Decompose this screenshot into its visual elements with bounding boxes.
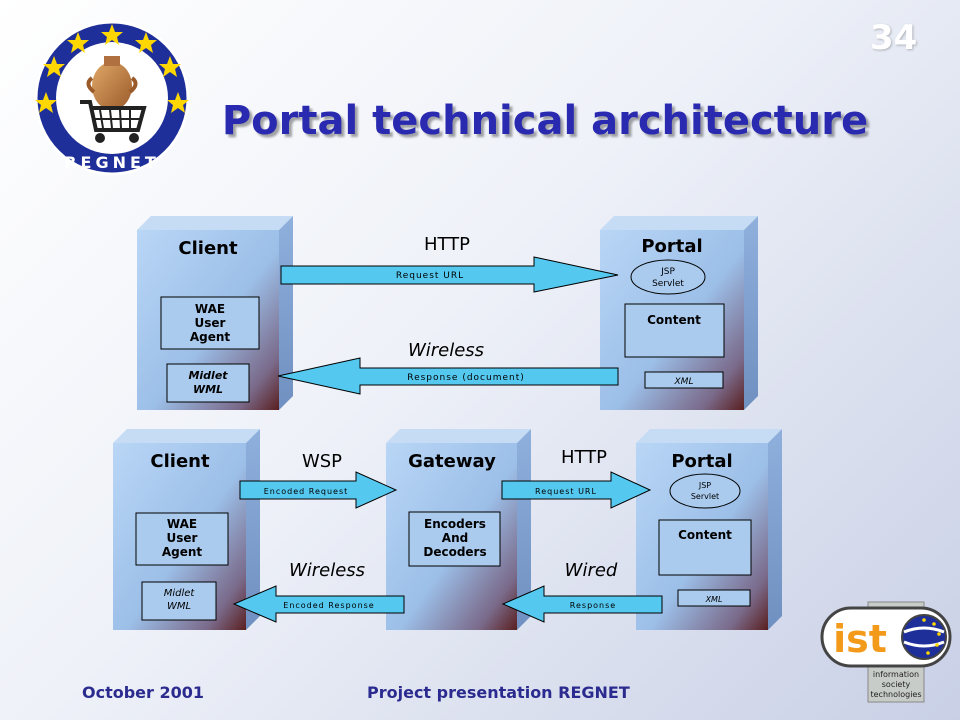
encoded-response-label: Encoded Response (283, 601, 374, 610)
gateway-box-line1: Encoders (424, 517, 486, 531)
top-response-label: Response (document) (407, 373, 525, 383)
top-portal-content: Content (647, 313, 701, 327)
footer-project: Project presentation REGNET (367, 683, 630, 702)
top-response-arrow (277, 357, 619, 395)
wired-label: Wired (565, 560, 618, 581)
bottom-client-wae-line3: Agent (162, 545, 203, 559)
footer-date: October 2001 (82, 683, 205, 702)
top-client-title: Client (178, 238, 238, 259)
top-client-box: Client WAE User Agent Midlet WML (137, 216, 293, 410)
star-ring (35, 24, 189, 113)
bottom-client-wae-line1: WAE (167, 517, 197, 531)
response-arrow (501, 585, 663, 623)
shopping-cart-vase-icon (80, 56, 147, 143)
top-portal-title: Portal (641, 236, 702, 257)
ist-logo-text: ist (833, 617, 887, 661)
top-client-midlet-line1: Midlet (188, 369, 228, 382)
bottom-portal-xml: XML (705, 595, 723, 604)
top-portal-jsp: JSP (660, 267, 675, 277)
regnet-logo: REGNET (34, 20, 190, 176)
bottom-client-title: Client (150, 451, 210, 472)
bottom-client-box: Client WAE User Agent Midlet WML (113, 429, 260, 630)
top-client-wae-line2: User (195, 316, 226, 330)
top-request-label: Request URL (396, 271, 464, 281)
bottom-request-label: Request URL (535, 487, 597, 496)
bottom-portal-title: Portal (671, 451, 732, 472)
ist-line-2: society (882, 680, 911, 689)
top-http-label: HTTP (424, 234, 470, 255)
ist-line-3: technologies (871, 690, 922, 699)
encoded-response-arrow (232, 585, 405, 623)
top-wireless-label: Wireless (408, 340, 484, 361)
top-client-midlet-line2: WML (193, 383, 223, 396)
slide-number: 34 (870, 18, 918, 58)
bottom-client-wae-line2: User (167, 531, 198, 545)
response-label: Response (570, 601, 616, 610)
top-request-arrow (280, 256, 619, 293)
gateway-title: Gateway (408, 451, 496, 472)
top-portal-xml: XML (674, 377, 694, 387)
page-title: Portal technical architecture (221, 98, 869, 144)
top-portal-box: Portal JSP Servlet Content XML (600, 216, 758, 410)
ist-line-1: information (873, 670, 919, 679)
encoded-request-label: Encoded Request (264, 487, 349, 496)
regnet-logo-text: REGNET (64, 153, 160, 172)
bottom-portal-servlet: Servlet (691, 492, 719, 501)
globe-icon (901, 614, 947, 660)
top-client-wae-line3: Agent (190, 330, 231, 344)
bottom-request-arrow (501, 471, 652, 509)
bottom-client-midlet-line2: WML (167, 601, 191, 612)
ist-logo: ist information society technologies (820, 601, 952, 703)
encoded-request-arrow (239, 471, 398, 509)
bottom-wireless-label: Wireless (289, 560, 365, 581)
gateway-box-line2: And (442, 531, 468, 545)
wsp-label: WSP (302, 451, 342, 472)
bottom-portal-content: Content (678, 528, 732, 542)
bottom-portal-jsp: JSP (698, 481, 711, 490)
top-client-wae-line1: WAE (195, 302, 225, 316)
bottom-client-midlet-line1: Midlet (164, 588, 196, 599)
bottom-http-label: HTTP (561, 447, 607, 468)
gateway-box-line3: Decoders (423, 545, 486, 559)
top-portal-servlet: Servlet (652, 279, 684, 289)
gateway-box: Gateway Encoders And Decoders (386, 429, 531, 630)
